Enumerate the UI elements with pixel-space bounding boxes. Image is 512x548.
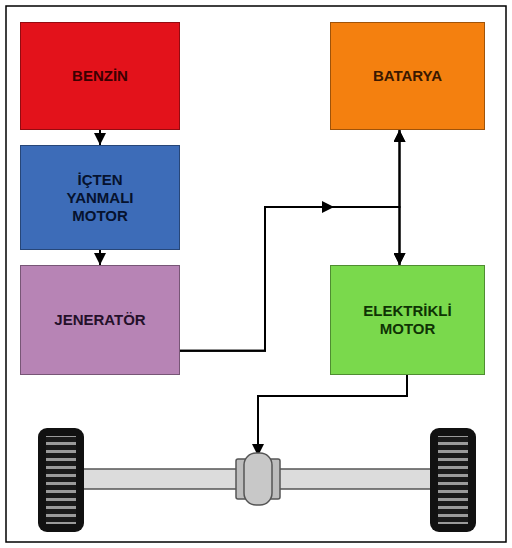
flow-connector	[99, 250, 101, 265]
process-box: BATARYA	[330, 22, 485, 130]
flow-connector	[99, 130, 101, 145]
box-label: JENERATÖR	[54, 311, 146, 329]
wheel	[38, 428, 84, 532]
process-box: JENERATÖR	[20, 265, 180, 375]
wheel-tread	[438, 436, 468, 524]
box-label: BATARYA	[362, 67, 454, 85]
process-box: BENZİN	[20, 22, 180, 130]
frame	[6, 6, 506, 542]
process-box: İÇTEN YANMALI MOTOR	[20, 145, 180, 250]
flow-connector	[399, 130, 401, 265]
drive-line	[258, 375, 407, 446]
wheel	[430, 428, 476, 532]
differential	[244, 453, 272, 505]
process-box: ELEKTRİKLİ MOTOR	[330, 265, 485, 375]
box-label: İÇTEN YANMALI MOTOR	[54, 171, 146, 225]
wheel-tread	[46, 436, 76, 524]
box-label: BENZİN	[54, 67, 146, 85]
box-label: ELEKTRİKLİ MOTOR	[362, 302, 454, 338]
